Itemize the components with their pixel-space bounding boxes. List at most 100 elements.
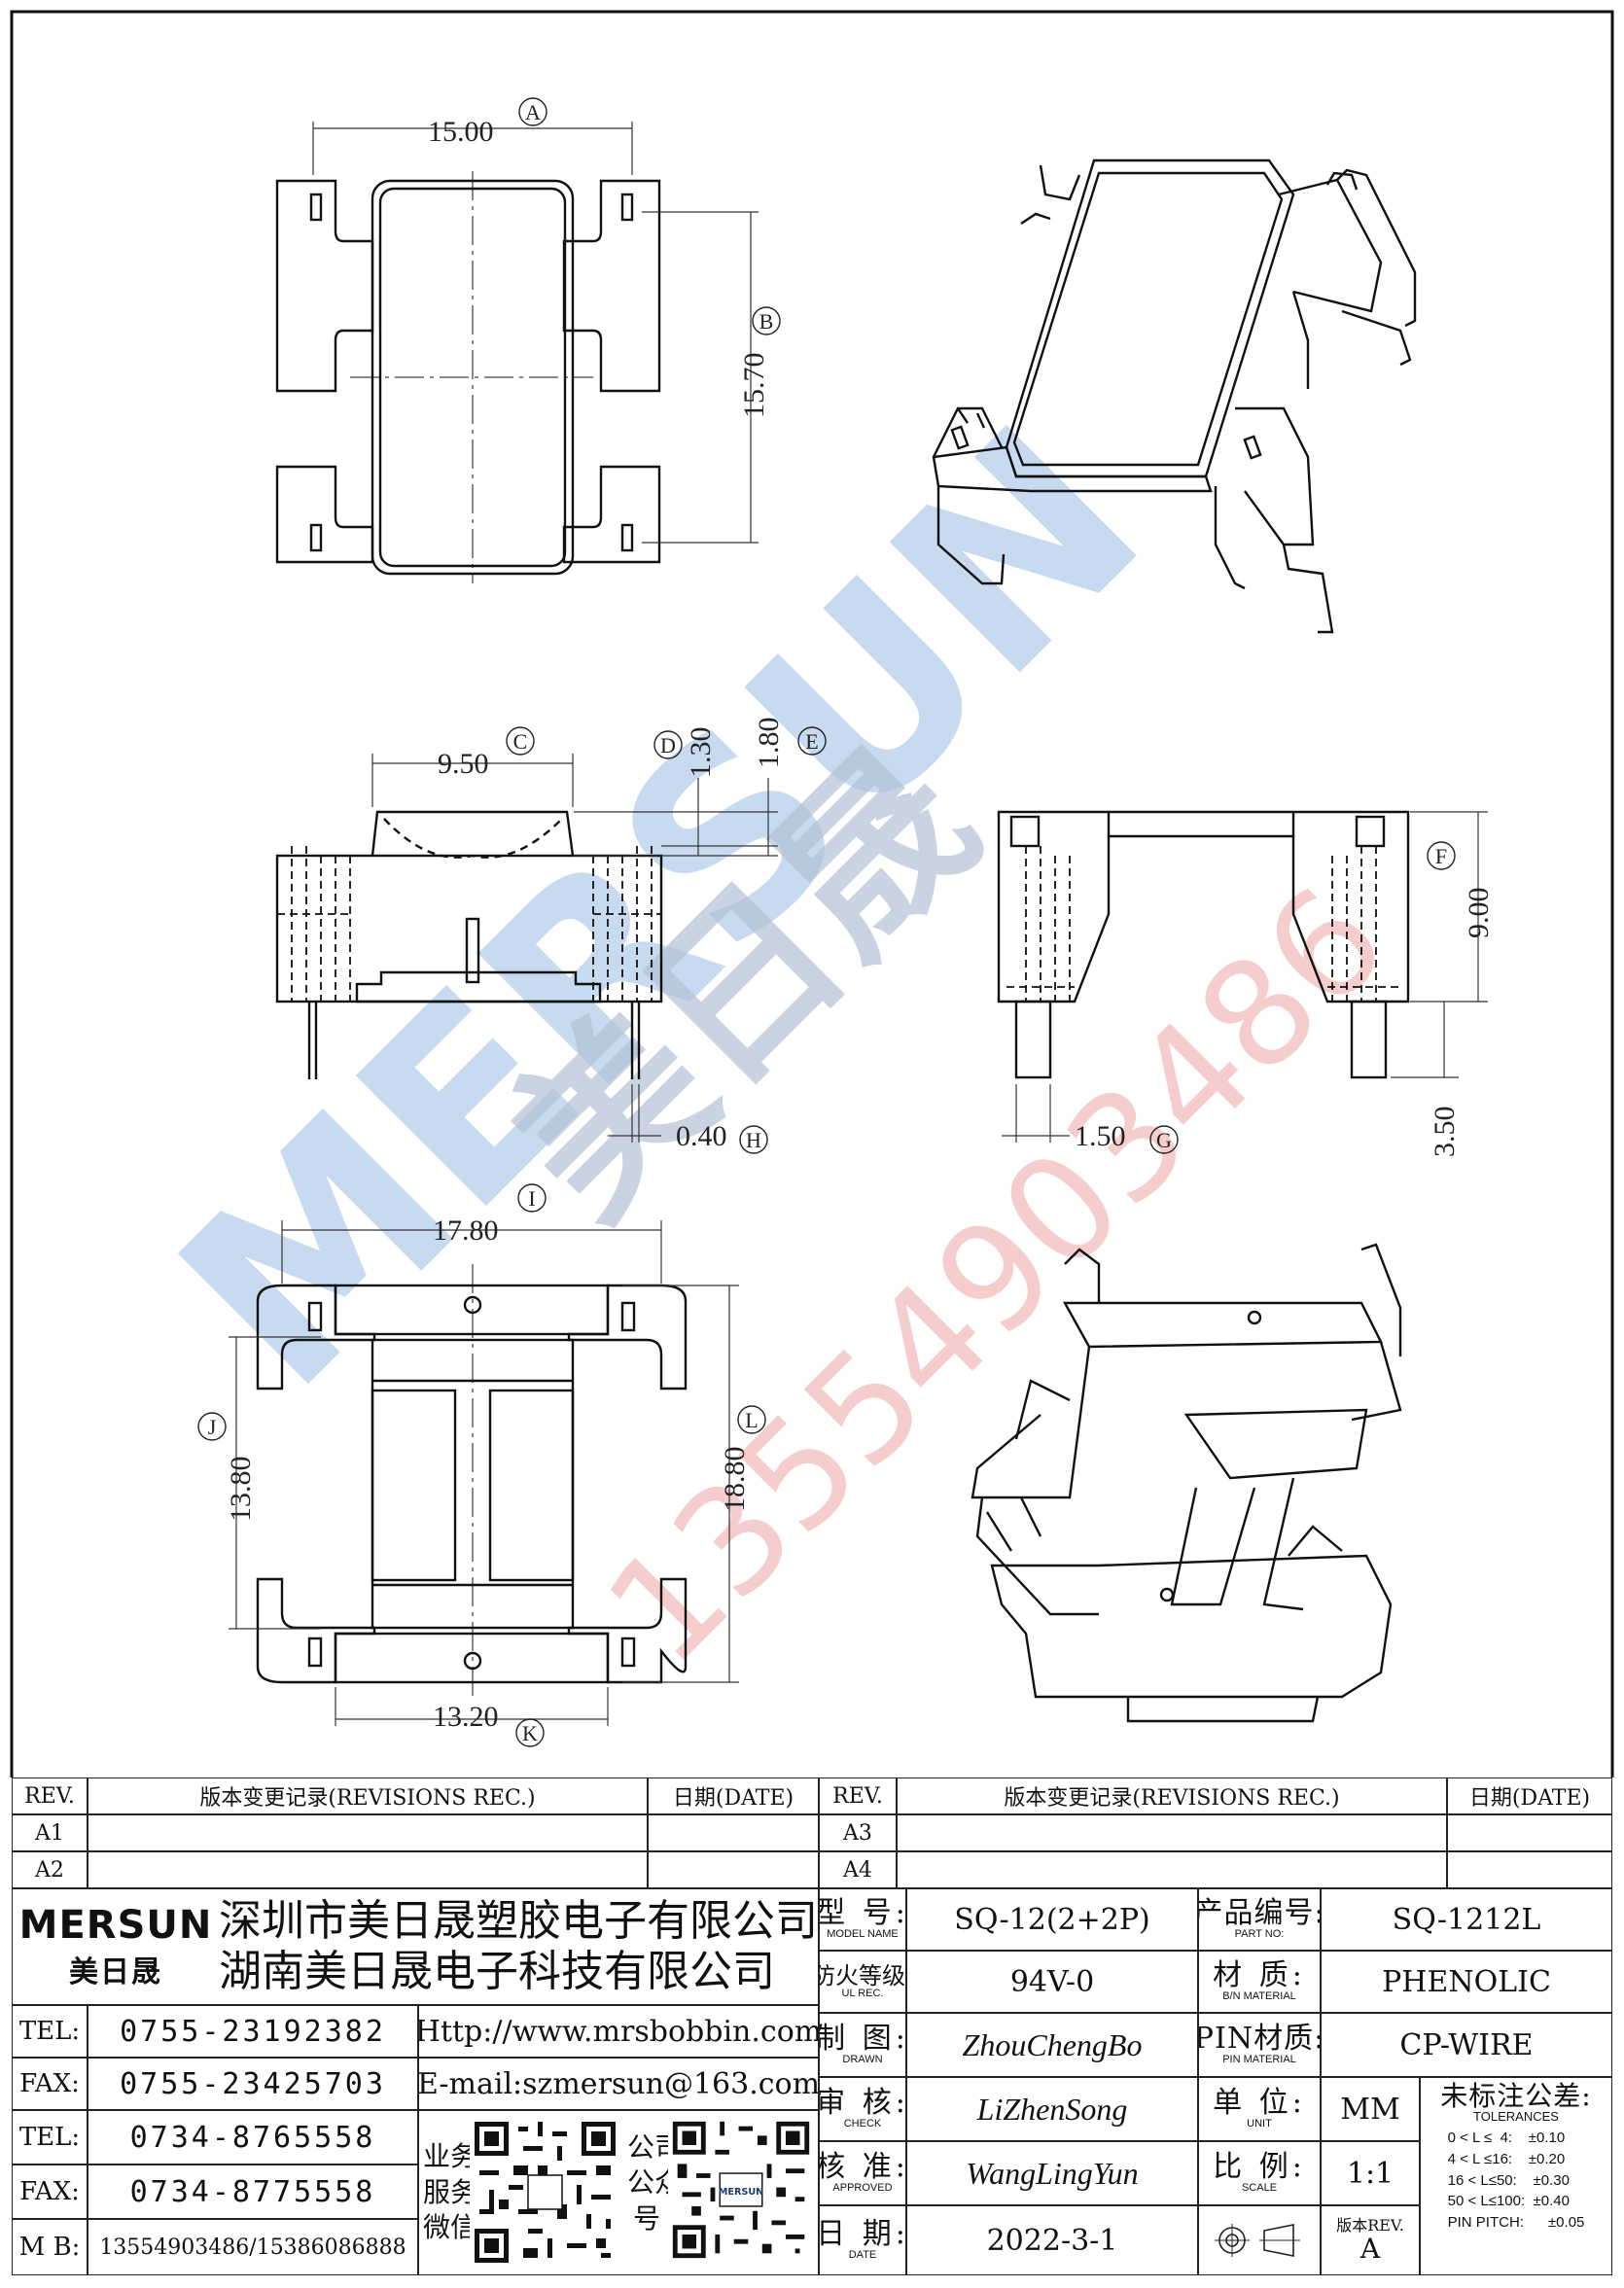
dim-g-value: 1.50	[1075, 1120, 1126, 1152]
callout-h: H	[746, 1128, 761, 1152]
qr-label-business-1: 服务	[423, 2175, 478, 2208]
callout-k: K	[522, 1721, 538, 1745]
rev-a3-date	[1447, 1814, 1612, 1851]
rev-date-header-right: 日期(DATE)	[1447, 1778, 1612, 1814]
sheet-border	[10, 10, 1614, 1778]
callout-e: E	[805, 729, 818, 754]
company-names: 深圳市美日晟塑胶电子有限公司 湖南美日晟电子科技有限公司	[219, 1896, 818, 1997]
dim-c-value: 9.50	[438, 748, 489, 780]
callout-g: G	[1156, 1128, 1172, 1152]
tolerance-table: 0 < L ≤ 4: ±0.10 4 < L ≤16: ±0.20 16 < L…	[1447, 2130, 1585, 2232]
dim-m-value: 3.50	[1429, 1107, 1461, 1158]
part-label: 产品编号:PART NO:	[1198, 1888, 1321, 1951]
watermark: MERSUN 美日晟 13554903486	[126, 374, 1417, 1698]
qr-label-public-0: 公司	[627, 2131, 683, 2164]
rev-a3-record	[897, 1814, 1447, 1851]
approved-label: 核 准:APPROVED	[819, 2141, 906, 2205]
qr-area: 业务 服务 微信 公司 公众	[418, 2110, 819, 2275]
approved-value: WangLingYun	[906, 2141, 1198, 2205]
website[interactable]: Http://www.mrsbobbin.com	[418, 2005, 819, 2058]
contact-label-4: M B:	[12, 2219, 88, 2275]
iso-view-top	[932, 158, 1417, 634]
qr-logo-text: MERSUN	[719, 2187, 764, 2198]
top-view	[275, 171, 661, 583]
date-label: 日 期:DATE	[819, 2205, 906, 2275]
part-value: SQ-1212L	[1321, 1888, 1612, 1951]
qr-label-business-2: 微信	[423, 2211, 478, 2244]
company-name-hunan: 湖南美日晟电子科技有限公司	[219, 1947, 775, 1996]
tolerance-label: 未标注公差:	[1440, 2080, 1592, 2112]
qr-code-public: MERSUN	[668, 2117, 814, 2263]
check-value: LiZhenSong	[906, 2077, 1198, 2141]
email[interactable]: E-mail:szmersun@163.com	[418, 2058, 819, 2110]
drawn-value: ZhouChengBo	[906, 2013, 1198, 2077]
unit-value: MM	[1321, 2077, 1420, 2141]
unit-label: 单 位:UNIT	[1198, 2077, 1321, 2141]
dim-i-value: 17.80	[433, 1214, 499, 1247]
callout-j: J	[208, 1415, 217, 1439]
qr-label-business-0: 业务	[423, 2140, 478, 2173]
dim-j-value: 13.80	[225, 1457, 257, 1523]
fire-label: 防火等级:UL REC.	[819, 1951, 906, 2013]
dim-l-value: 18.80	[719, 1447, 751, 1513]
iso-view-bottom	[971, 1243, 1402, 1723]
side-view	[997, 810, 1410, 1079]
contact-value-3: 0734-8775558	[88, 2165, 418, 2219]
qr-label-public: 公司 公众 号	[627, 2130, 683, 2236]
projection-icon	[1215, 2224, 1300, 2257]
rev-a4-date	[1447, 1851, 1612, 1888]
rev-a1: A1	[12, 1814, 88, 1851]
logo-text-cn: 美日晟	[69, 1955, 162, 1989]
qr-label-public-1: 公众	[627, 2166, 683, 2200]
material-label: 材 质:B/N MATERIAL	[1198, 1951, 1321, 2013]
callout-a: A	[525, 100, 541, 124]
dim-b-value: 15.70	[738, 353, 770, 419]
dimension-lines	[229, 122, 1488, 1726]
date-value: 2022-3-1	[906, 2205, 1198, 2275]
material-value: PHENOLIC	[1321, 1951, 1612, 2013]
qr-code-business	[470, 2117, 620, 2268]
tolerance-label-en: TOLERANCES	[1473, 2109, 1559, 2125]
version-value: A	[1359, 2232, 1381, 2265]
callout-c: C	[513, 729, 528, 754]
rev-date-header-left: 日期(DATE)	[648, 1778, 819, 1814]
rev-a4: A4	[819, 1851, 897, 1888]
rev-a3: A3	[819, 1814, 897, 1851]
dim-e-value: 1.80	[753, 718, 785, 769]
version-label: 版本REV.	[1336, 2215, 1404, 2235]
scale-label: 比 例:SCALE	[1198, 2141, 1321, 2205]
rev-header-right: REV.	[819, 1778, 897, 1814]
rev-a1-date	[648, 1814, 819, 1851]
pin-value: CP-WIRE	[1321, 2013, 1612, 2077]
dim-a-value: 15.00	[428, 116, 494, 148]
fire-value: 94V-0	[906, 1951, 1198, 2013]
drawn-label: 制 图:DRAWN	[819, 2013, 906, 2077]
scale-value: 1:1	[1321, 2141, 1420, 2205]
qr-label-business: 业务 服务 微信	[423, 2139, 478, 2245]
rev-a2-record	[88, 1851, 648, 1888]
version-cell: 版本REV. A	[1321, 2205, 1420, 2275]
company-name-shenzhen: 深圳市美日晟塑胶电子有限公司	[219, 1896, 818, 1947]
projection-symbol	[1198, 2205, 1321, 2275]
engineering-drawing: MERSUN 美日晟 13554903486	[10, 10, 1614, 1778]
rev-a4-record	[897, 1851, 1447, 1888]
dim-f-value: 9.00	[1463, 888, 1495, 939]
company-block: MERSUN 美日晟 深圳市美日晟塑胶电子有限公司 湖南美日晟电子科技有限公司	[12, 1888, 819, 2005]
dimension-callout-letters: A B C D E F G H I J K L	[208, 100, 1447, 1745]
title-block: REV. 版本变更记录(REVISIONS REC.) 日期(DATE) A1 …	[12, 1778, 1612, 2275]
model-label: 型 号:MODEL NAME	[819, 1888, 906, 1951]
callout-i: I	[528, 1186, 535, 1211]
rev-a1-record	[88, 1814, 648, 1851]
rev-record-header-left: 版本变更记录(REVISIONS REC.)	[88, 1778, 648, 1814]
contact-label-2: TEL:	[12, 2110, 88, 2165]
dimension-labels: 15.00 15.70 9.50 1.30 1.80 9.00 1.50 0.4…	[225, 116, 1495, 1733]
dim-k-value: 13.20	[433, 1701, 499, 1733]
pin-label: PIN材质:PIN MATERIAL	[1198, 2013, 1321, 2077]
front-view	[275, 810, 663, 1079]
callout-d: D	[660, 733, 676, 757]
qr-label-public-2: 号	[632, 2201, 660, 2235]
callout-b: B	[759, 309, 774, 334]
rev-a2-date	[648, 1851, 819, 1888]
rev-header-left: REV.	[12, 1778, 88, 1814]
